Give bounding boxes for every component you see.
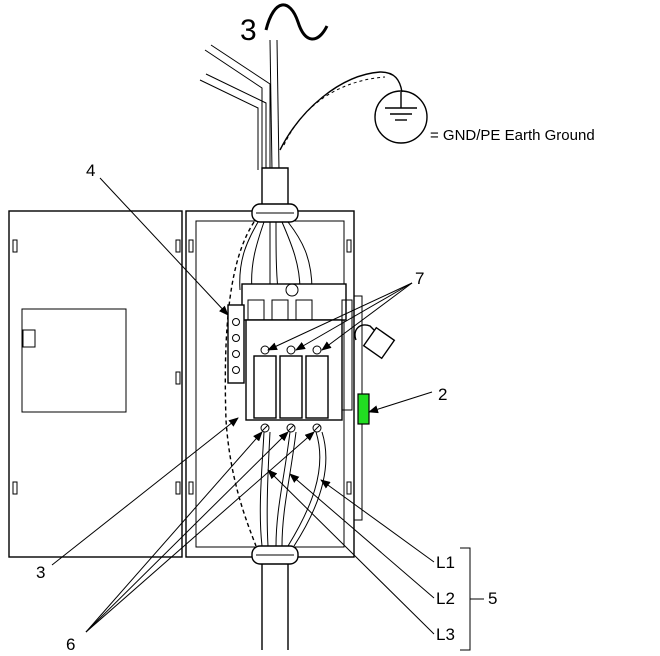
line-label-l3: L3	[436, 625, 455, 644]
green-indicator	[358, 394, 369, 424]
cable-gland-top	[252, 204, 298, 222]
callout-4: 4	[86, 161, 95, 180]
phase-count: 3	[240, 14, 257, 47]
disconnect-switch	[242, 284, 352, 432]
enclosure-door	[9, 211, 182, 557]
line-label-l2: L2	[436, 589, 455, 608]
cable-gland-bottom	[252, 546, 298, 564]
ac-sine-symbol	[266, 5, 327, 39]
ground-legend: = GND/PE Earth Ground	[430, 127, 595, 144]
earth-terminal-strip	[228, 305, 244, 383]
callout-5: 5	[488, 589, 497, 608]
line-label-l1: L1	[436, 553, 455, 572]
callout-7: 7	[415, 269, 424, 288]
padlock-icon	[355, 325, 394, 358]
outgoing-cable	[262, 564, 288, 650]
callout-6: 6	[66, 635, 75, 654]
callout-3: 3	[36, 563, 45, 582]
incoming-cable	[200, 40, 402, 206]
ground-symbol-icon	[375, 91, 427, 143]
callout-2: 2	[438, 385, 447, 404]
